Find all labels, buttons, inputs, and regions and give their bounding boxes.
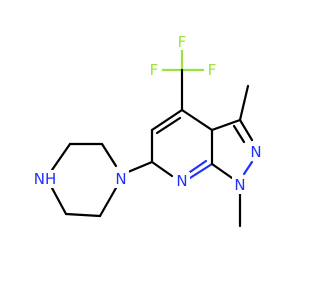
pyrazole-ring — [210, 84, 254, 228]
diazepane-nitrogen: N — [115, 170, 126, 188]
bond-n7-c7a-double — [188, 159, 208, 174]
pyrazole-nitrogen-2: N — [250, 143, 261, 161]
pyridine-nitrogen: N — [176, 172, 187, 190]
bond-c3-n2-double — [232, 124, 246, 144]
bond-c-c-c-d — [64, 212, 102, 218]
pyrazole-nitrogen-1: N — [234, 176, 245, 194]
diazepane-nh: NH — [34, 170, 57, 188]
bond-c4-c5 — [150, 108, 184, 132]
bond-c3-methyl — [238, 84, 250, 122]
bond-c3a-c3 — [210, 118, 242, 132]
bond-c6-n-diazepane — [126, 160, 154, 174]
bond-n1-c7a — [210, 162, 234, 180]
bond-c4-c3a — [180, 108, 214, 132]
bond-n2-n1 — [242, 160, 254, 176]
molecule-canvas: F F F N N N N NH — [31, 33, 264, 228]
bond-c-b-nh — [50, 142, 72, 172]
fluorine-atom-top: F — [178, 33, 187, 51]
pyridine-ring — [150, 108, 214, 180]
bond-c-d-n — [98, 186, 118, 218]
bond-n7-c7a — [188, 162, 214, 180]
diazepane-ring — [50, 142, 154, 218]
bond-nh-c-c — [50, 186, 68, 216]
atom-labels: F F F N N N N NH — [31, 33, 264, 194]
fluorine-atom-right: F — [208, 61, 217, 79]
trifluoromethyl-group — [160, 48, 206, 112]
bond-c4-c5-double — [155, 116, 182, 135]
bond-n-c-a — [100, 142, 118, 168]
fluorine-atom-left: F — [150, 61, 159, 79]
structure-diagram: F F F N N N N NH — [31, 33, 264, 228]
bond-c6-n7 — [150, 160, 174, 178]
bond-c3-n2 — [238, 118, 254, 142]
